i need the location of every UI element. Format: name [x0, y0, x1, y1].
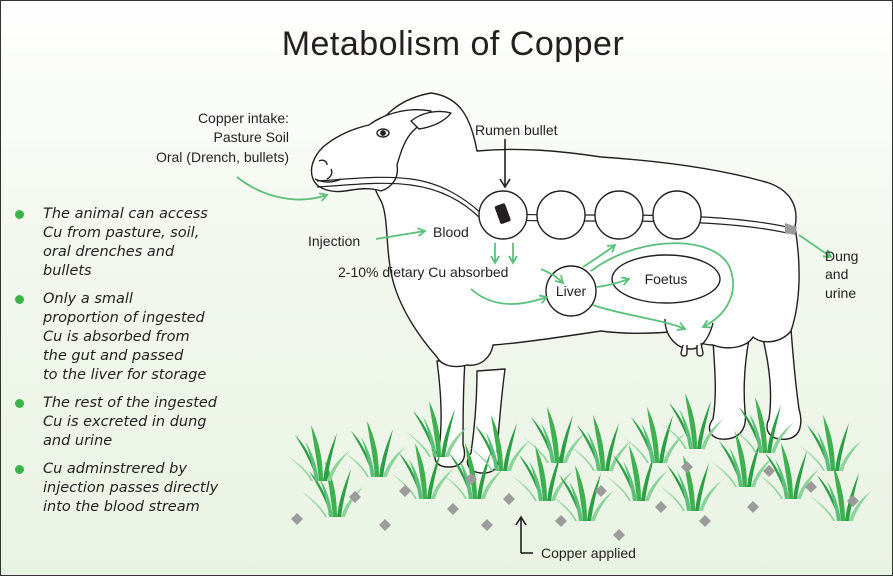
intake-label-line2: Pasture Soil [214, 129, 289, 145]
copper-applied-label: Copper applied [541, 545, 636, 561]
injection-label: Injection [308, 233, 360, 249]
foetus-label: Foetus [645, 271, 688, 287]
key-point: The rest of the ingested Cu is excreted … [11, 394, 251, 451]
bullet-dot-icon [15, 295, 24, 304]
blood-label: Blood [433, 224, 469, 240]
abomasum-chamber [653, 191, 701, 239]
intake-label-line1: Copper intake: [198, 110, 289, 126]
intake-label-line3: Oral (Drench, bullets) [156, 149, 289, 165]
key-point: The animal can access Cu from pasture, s… [11, 205, 251, 281]
diagram-title: Metabolism of Copper [282, 25, 625, 63]
reticulum-chamber [537, 191, 585, 239]
dung-label-line3: urine [825, 285, 856, 301]
bullet-dot-icon [15, 399, 24, 408]
dung-label-line1: Dung [825, 248, 858, 264]
omasum-chamber [595, 191, 643, 239]
key-point: Only a small proportion of ingested Cu i… [11, 290, 251, 385]
absorbed-label: 2-10% dietary Cu absorbed [338, 264, 508, 280]
key-points-list: The animal can access Cu from pasture, s… [11, 205, 251, 526]
dung-label-line2: and [825, 266, 848, 282]
bullet-dot-icon [15, 465, 24, 474]
bullet-dot-icon [15, 210, 24, 219]
key-point: Cu adminstrered by injection passes dire… [11, 460, 251, 517]
liver-label: Liver [556, 283, 587, 299]
rumen-bullet-label: Rumen bullet [475, 122, 558, 138]
